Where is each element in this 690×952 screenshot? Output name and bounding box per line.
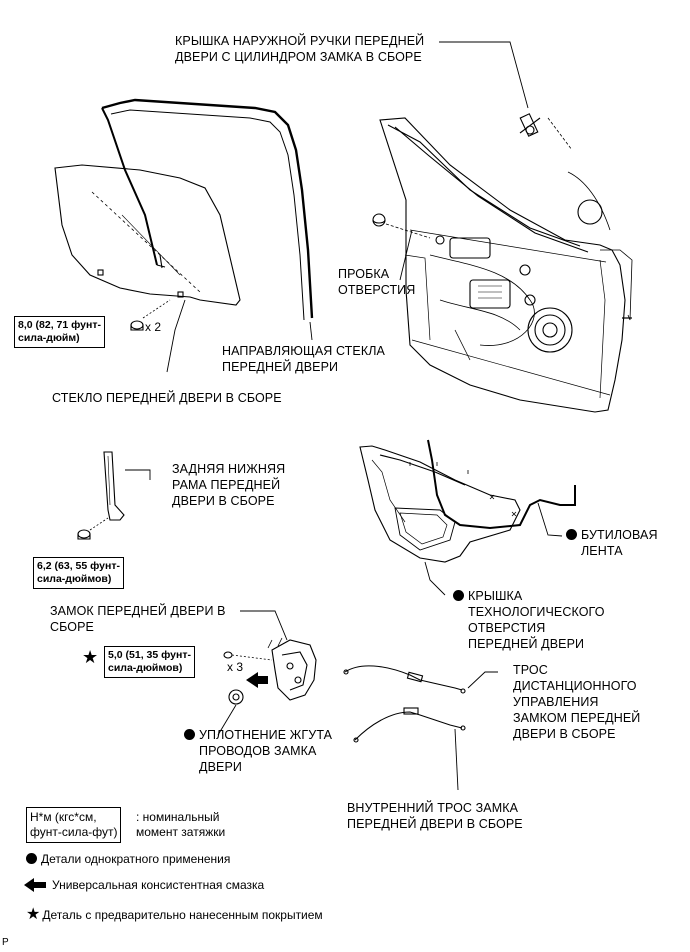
- legend-star-icon: ★: [26, 906, 41, 923]
- glass-run-label: НАПРАВЛЯЮЩАЯ СТЕКЛА ПЕРЕДНЕЙ ДВЕРИ: [222, 343, 385, 375]
- door-lock-label: ЗАМОК ПЕРЕДНЕЙ ДВЕРИ В СБОРЕ: [50, 603, 226, 635]
- harness-seal-label: УПЛОТНЕНИЕ ЖГУТА ПРОВОДОВ ЗАМКА ДВЕРИ: [184, 727, 332, 775]
- service-cover-label-line2: ТЕХНОЛОГИЧЕСКОГО: [468, 605, 605, 619]
- legend-torque-desc-line1: : номинальный: [136, 810, 220, 824]
- frame-torque-line2: сила-дюймов): [37, 573, 112, 585]
- door-lock-label-line2: СБОРЕ: [50, 620, 94, 634]
- door-lock-drawing: [223, 637, 317, 701]
- glass-run-label-line1: НАПРАВЛЯЮЩАЯ СТЕКЛА: [222, 344, 385, 358]
- legend-torque-desc-line2: момент затяжки: [136, 825, 226, 839]
- legend-non-reusable: Детали однократного применения: [26, 852, 230, 867]
- non-reusable-icon: [184, 729, 195, 740]
- grease-arrow-icon: [246, 672, 268, 688]
- glass-torque-box: 8,0 (82, 71 фунт- сила-дюйм): [14, 316, 105, 348]
- glass-torque-line2: сила-дюйм): [18, 332, 80, 344]
- harness-seal-label-line1: УПЛОТНЕНИЕ ЖГУТА: [199, 728, 333, 742]
- lock-torque-box: 5,0 (51, 35 фунт- сила-дюймов): [104, 646, 195, 678]
- service-cover-drawing: [359, 439, 576, 563]
- remote-cable-label: ТРОС ДИСТАНЦИОННОГО УПРАВЛЕНИЯ ЗАМКОМ ПЕ…: [513, 662, 640, 742]
- glass-run-label-line2: ПЕРЕДНЕЙ ДВЕРИ: [222, 360, 339, 374]
- footer-mark: P: [2, 937, 9, 948]
- lock-bolt-multiplier: x 3: [227, 660, 244, 674]
- remote-cable-label-line2: ДИСТАНЦИОННОГО: [513, 679, 637, 693]
- rear-frame-label-line2: РАМА ПЕРЕДНЕЙ: [172, 478, 281, 492]
- remote-cable-label-line5: ДВЕРИ В СБОРЕ: [513, 727, 616, 741]
- inside-cable-drawing: [353, 707, 466, 743]
- rear-frame-label-line1: ЗАДНЯЯ НИЖНЯЯ: [172, 462, 286, 476]
- remote-cable-label-line1: ТРОС: [513, 663, 548, 677]
- handle-cover-drawing: [519, 113, 573, 151]
- remote-cable-drawing: [343, 665, 466, 694]
- door-glass-drawing: [54, 164, 241, 306]
- non-reusable-icon: [453, 590, 464, 601]
- handle-cover-label-line2: ДВЕРИ С ЦИЛИНДРОМ ЗАМКА В СБОРЕ: [175, 50, 422, 64]
- handle-cover-label: КРЫШКА НАРУЖНОЙ РУЧКИ ПЕРЕДНЕЙ ДВЕРИ С Ц…: [175, 33, 424, 65]
- glass-run-drawing: [101, 98, 314, 321]
- rear-frame-drawing: [77, 451, 151, 540]
- rear-frame-label: ЗАДНЯЯ НИЖНЯЯ РАМА ПЕРЕДНЕЙ ДВЕРИ В СБОР…: [172, 461, 285, 509]
- legend-filled-circle-icon: [26, 853, 37, 864]
- non-reusable-icon: [566, 529, 577, 540]
- hole-plug-label-line2: ОТВЕРСТИЯ: [338, 283, 416, 297]
- legend-non-reusable-text: Детали однократного применения: [41, 852, 231, 866]
- hole-plug-label: ПРОБКА ОТВЕРСТИЯ: [338, 266, 415, 298]
- frame-torque-line1: 6,2 (63, 55 фунт-: [37, 560, 120, 572]
- inside-cable-label-line1: ВНУТРЕННИЙ ТРОС ЗАМКА: [347, 801, 519, 815]
- door-lock-label-line1: ЗАМОК ПЕРЕДНЕЙ ДВЕРИ В: [50, 604, 226, 618]
- butyl-tape-label-line1: БУТИЛОВАЯ: [581, 528, 658, 542]
- glass-bolt-drawing: [130, 299, 171, 331]
- glass-torque-line1: 8,0 (82, 71 фунт-: [18, 319, 101, 331]
- butyl-tape-label-line2: ЛЕНТА: [581, 544, 623, 558]
- harness-seal-label-line3: ДВЕРИ: [199, 760, 242, 774]
- door-glass-label: СТЕКЛО ПЕРЕДНЕЙ ДВЕРИ В СБОРЕ: [52, 391, 282, 405]
- legend-torque-desc: : номинальный момент затяжки: [136, 810, 225, 840]
- hole-plug-label-line1: ПРОБКА: [338, 267, 390, 281]
- door-panel-drawing: [379, 117, 633, 413]
- harness-seal-label-line2: ПРОВОДОВ ЗАМКА: [199, 744, 317, 758]
- legend-precoated: ★Деталь с предварительно нанесенным покр…: [26, 906, 323, 924]
- lock-torque-line2: сила-дюймов): [108, 662, 183, 674]
- service-cover-label-line4: ПЕРЕДНЕЙ ДВЕРИ: [468, 637, 585, 651]
- rear-frame-label-line3: ДВЕРИ В СБОРЕ: [172, 494, 275, 508]
- legend-precoated-text: Деталь с предварительно нанесенным покры…: [42, 908, 323, 922]
- service-cover-label-line3: ОТВЕРСТИЯ: [468, 621, 546, 635]
- precoated-star-icon: ★: [82, 647, 99, 667]
- legend-grease-text: Универсальная консистентная смазка: [52, 878, 265, 892]
- glass-bolt-multiplier: x 2: [145, 320, 162, 334]
- butyl-tape-label: БУТИЛОВАЯ ЛЕНТА: [566, 527, 658, 559]
- harness-seal-drawing: [228, 689, 244, 705]
- frame-torque-box: 6,2 (63, 55 фунт- сила-дюймов): [33, 557, 124, 589]
- remote-cable-label-line3: УПРАВЛЕНИЯ: [513, 695, 599, 709]
- service-cover-label-line1: КРЫШКА: [468, 589, 523, 603]
- handle-cover-label-line1: КРЫШКА НАРУЖНОЙ РУЧКИ ПЕРЕДНЕЙ: [175, 34, 425, 48]
- legend-torque-box-line1: Н*м (кгс*см,: [30, 810, 97, 824]
- inside-cable-label-line2: ПЕРЕДНЕЙ ДВЕРИ В СБОРЕ: [347, 817, 523, 831]
- service-cover-label: КРЫШКА ТЕХНОЛОГИЧЕСКОГО ОТВЕРСТИЯ ПЕРЕДН…: [453, 588, 605, 652]
- hole-plug-drawing: [372, 213, 431, 239]
- inside-cable-label: ВНУТРЕННИЙ ТРОС ЗАМКА ПЕРЕДНЕЙ ДВЕРИ В С…: [347, 800, 523, 832]
- legend-grease-arrow-icon: [24, 878, 46, 892]
- remote-cable-label-line4: ЗАМКОМ ПЕРЕДНЕЙ: [513, 711, 641, 725]
- legend-torque-box-line2: фунт-сила-фут): [30, 825, 118, 839]
- legend-grease: Универсальная консистентная смазка: [52, 878, 264, 893]
- lock-torque-line1: 5,0 (51, 35 фунт-: [108, 649, 191, 661]
- legend-torque-box: Н*м (кгс*см, фунт-сила-фут): [26, 807, 122, 843]
